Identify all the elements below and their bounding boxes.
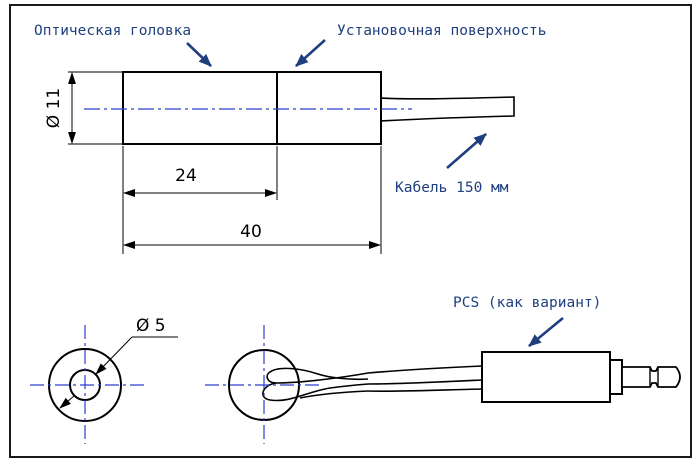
dim-diameter-hole bbox=[59, 336, 178, 409]
label-pcs: PCS (как вариант) bbox=[453, 295, 601, 311]
dim-length-total-label: 40 bbox=[240, 222, 262, 242]
extension-lines bbox=[122, 146, 382, 254]
cable-plug-view bbox=[228, 349, 681, 421]
cable-side bbox=[379, 96, 515, 122]
dim-diameter-body bbox=[68, 71, 123, 145]
leader-arrow-pcs bbox=[528, 316, 564, 348]
centerlines-plug-view bbox=[205, 325, 320, 444]
leader-arrow-cable bbox=[446, 133, 487, 169]
cable-loop bbox=[266, 367, 369, 384]
plug-pin bbox=[621, 366, 681, 388]
leader-arrow-optical-head bbox=[186, 42, 212, 67]
sensor-side-view bbox=[122, 71, 515, 145]
dim-length-head-label: 24 bbox=[175, 166, 197, 186]
label-optical-head: Оптическая головка bbox=[34, 23, 191, 39]
cable-run bbox=[367, 365, 483, 393]
label-cable: Кабель 150 мм bbox=[395, 180, 509, 196]
drawing-frame bbox=[9, 4, 692, 458]
plug-body bbox=[481, 351, 611, 403]
centerlines-end-view bbox=[30, 325, 146, 444]
dim-diameter-body-label: Ø 11 bbox=[44, 88, 64, 128]
sensor-body bbox=[122, 71, 382, 145]
dim-diameter-hole-label: Ø 5 bbox=[136, 316, 166, 336]
label-mounting-surface: Установочная поверхность bbox=[337, 23, 547, 39]
leader-arrow-mounting-surface bbox=[295, 39, 326, 67]
plug-collar bbox=[609, 359, 623, 395]
